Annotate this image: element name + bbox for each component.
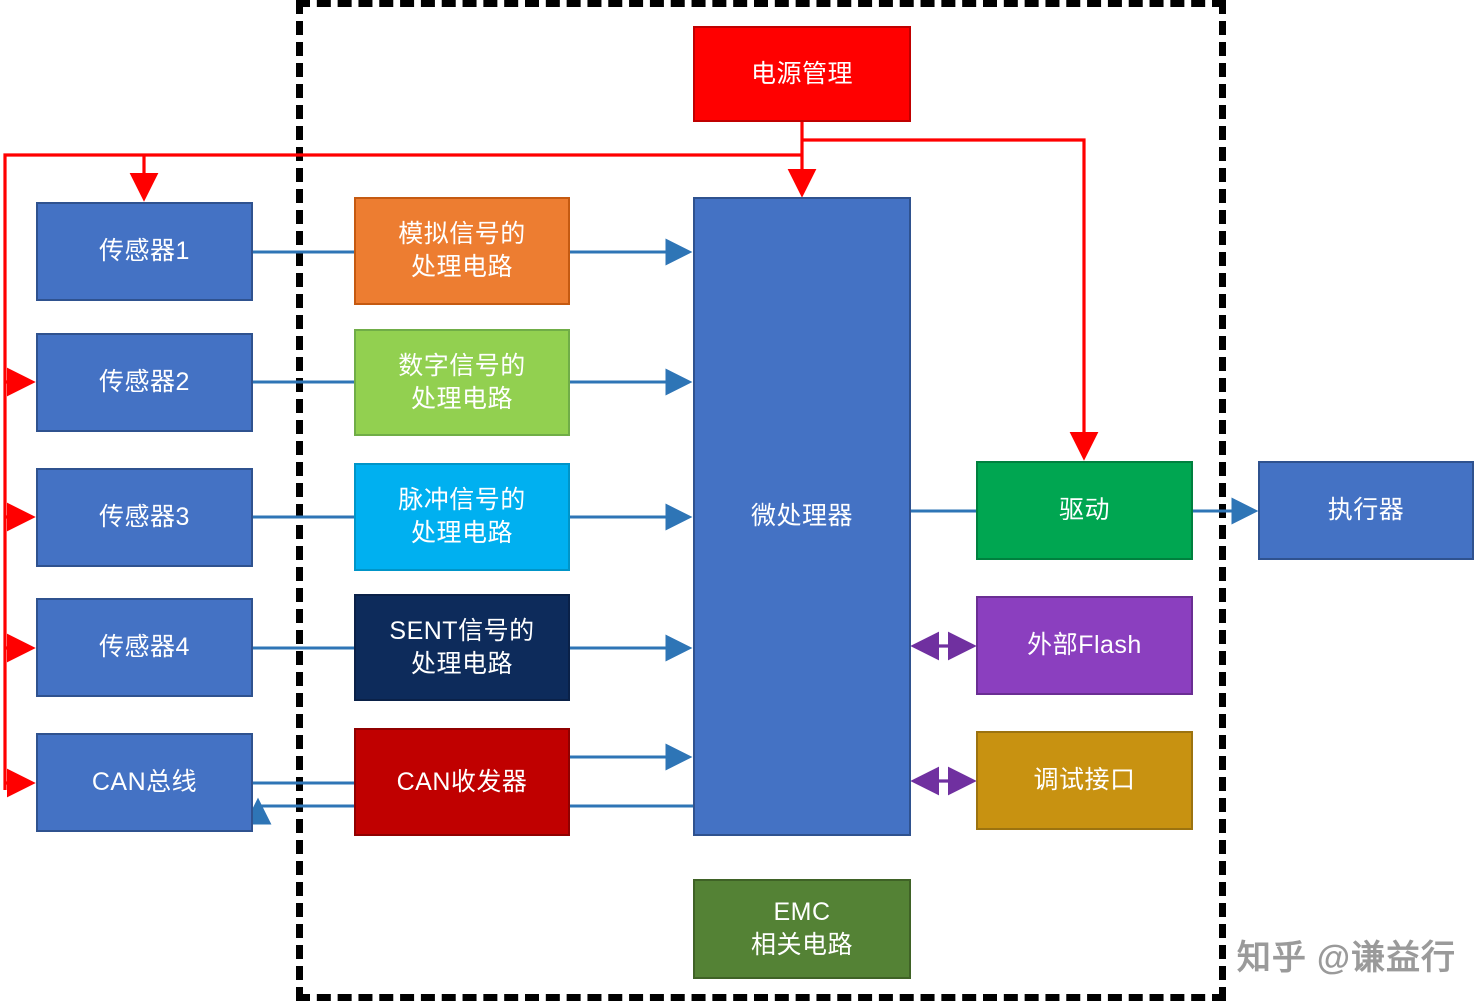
zhihu-logo: 知乎 [1236, 939, 1307, 977]
node-sensor-4[interactable]: 传感器4 [36, 598, 253, 697]
node-can-bus[interactable]: CAN总线 [36, 733, 253, 832]
node-driver[interactable]: 驱动 [976, 461, 1193, 560]
node-sensor-1[interactable]: 传感器1 [36, 202, 253, 301]
node-label-line2: 处理电路 [410, 519, 513, 547]
node-sensor-2[interactable]: 传感器2 [36, 333, 253, 432]
node-label: 驱动 [1058, 496, 1110, 524]
node-label-line1: 模拟信号的 [398, 220, 526, 248]
watermark-handle: @谦益行 [1316, 939, 1456, 977]
node-emc-circuit[interactable]: EMC 相关电路 [693, 879, 911, 979]
node-label-line2: 处理电路 [410, 649, 513, 678]
node-label-line1: SENT信号的 [389, 616, 535, 645]
node-label-line2: 处理电路 [410, 253, 513, 281]
node-label: 电源管理 [750, 59, 853, 88]
node-label-line2: 相关电路 [750, 931, 853, 959]
node-digital-signal-circuit[interactable]: 数字信号的 处理电路 [354, 329, 570, 436]
node-label: CAN收发器 [396, 767, 528, 796]
node-label-line1: 数字信号的 [398, 351, 526, 380]
node-label-line1: 脉冲信号的 [398, 486, 526, 514]
node-label: 执行器 [1327, 496, 1405, 524]
node-power-management[interactable]: 电源管理 [693, 26, 911, 122]
node-pulse-signal-circuit[interactable]: 脉冲信号的 处理电路 [354, 463, 570, 571]
node-label: 调试接口 [1033, 766, 1136, 794]
node-label: 外部Flash [1027, 631, 1142, 659]
node-label: CAN总线 [91, 768, 198, 796]
node-actuator[interactable]: 执行器 [1258, 461, 1474, 560]
node-can-transceiver[interactable]: CAN收发器 [354, 728, 570, 836]
node-label: 传感器2 [99, 368, 190, 396]
node-analog-signal-circuit[interactable]: 模拟信号的 处理电路 [354, 197, 570, 305]
node-label-line2: 处理电路 [410, 384, 513, 413]
node-microprocessor[interactable]: 微处理器 [693, 197, 911, 836]
node-label: 传感器3 [99, 503, 190, 531]
node-sensor-3[interactable]: 传感器3 [36, 468, 253, 567]
node-label: 传感器1 [99, 237, 190, 265]
node-sent-signal-circuit[interactable]: SENT信号的 处理电路 [354, 594, 570, 701]
node-label: 传感器4 [99, 633, 190, 661]
node-label-line1: EMC [773, 898, 831, 926]
node-external-flash[interactable]: 外部Flash [976, 596, 1193, 695]
watermark: 知乎 @谦益行 [1237, 930, 1456, 979]
node-debug-interface[interactable]: 调试接口 [976, 731, 1193, 830]
node-label: 微处理器 [750, 502, 853, 530]
